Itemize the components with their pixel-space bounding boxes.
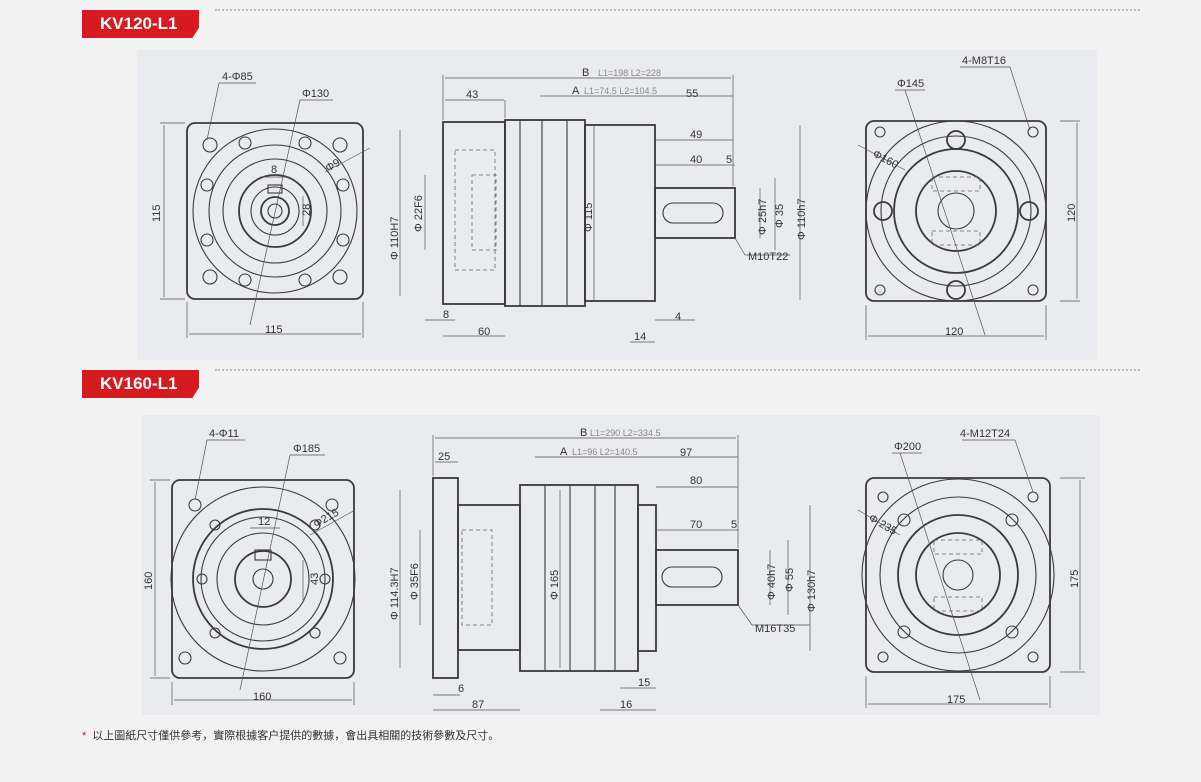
footnote-text: 以上圖紙尺寸僅供參考，實際根據客户提供的數據，會出具相關的技術參數及尺寸。 — [92, 730, 500, 742]
kv120-side-35: Φ 35 — [774, 204, 786, 228]
kv120-rear-view — [857, 66, 1080, 340]
kv160-side-55: Φ 55 — [784, 568, 796, 592]
kv160-front-pcd: Φ185 — [293, 443, 320, 455]
kv120-side-25h7: Φ 25h7 — [757, 199, 769, 235]
kv120-rear-145: Φ145 — [897, 78, 924, 90]
kv120-side-55: 55 — [686, 88, 698, 100]
drawing-panel-kv160 — [142, 415, 1100, 715]
separator-middle — [215, 369, 1140, 371]
kv120-side-A-note: L1=74.5 L2=104.5 — [584, 86, 657, 96]
kv160-side-97: 97 — [680, 447, 692, 459]
kv160-front-keyheight: 43 — [309, 573, 321, 585]
kv160-side-B: B — [580, 427, 587, 439]
kv160-side-15: 15 — [638, 677, 650, 689]
kv120-rear-160: Φ160 — [871, 148, 901, 171]
kv160-side-A-note: L1=96 L2=140.5 — [572, 447, 638, 457]
kv120-front-keyheight: 28 — [301, 204, 313, 216]
separator-top — [215, 9, 1140, 11]
kv160-side-87: 87 — [472, 699, 484, 711]
kv120-rear-width: 120 — [945, 326, 963, 338]
kv120-front-view — [160, 82, 371, 338]
kv120-side-49: 49 — [690, 129, 702, 141]
kv120-side-110h7: Φ 110h7 — [796, 198, 808, 240]
kv160-front-height: 160 — [143, 572, 155, 590]
kv120-side-60: 60 — [478, 326, 490, 338]
model-title-kv120: KV120-L1 — [82, 10, 200, 38]
kv120-side-14: 14 — [634, 331, 646, 343]
kv160-side-165: Φ 165 — [549, 570, 561, 600]
kv160-side-thread: M16T35 — [755, 623, 795, 635]
kv120-side-40: 40 — [690, 154, 702, 166]
kv160-rear-holes: 4-M12T24 — [960, 428, 1010, 440]
kv160-side-A: A — [560, 446, 568, 458]
kv120-side-115: Φ 115 — [583, 203, 595, 232]
kv160-side-25: 25 — [438, 451, 450, 463]
kv120-side-B: B — [582, 67, 589, 79]
kv120-side-5: 5 — [726, 154, 732, 166]
kv120-side-view — [399, 75, 801, 343]
kv120-front-key: 8 — [271, 164, 277, 176]
kv120-front-width: 115 — [265, 324, 283, 336]
kv160-rear-height: 175 — [1069, 570, 1081, 588]
kv160-front-key: 12 — [258, 516, 270, 528]
kv160-rear-width: 175 — [947, 694, 965, 706]
kv160-side-114H7: Φ 114.3H7 — [389, 567, 401, 620]
kv160-side-B-note: L1=290 L2=334.5 — [590, 428, 661, 438]
kv120-rear-holes: 4-M8T16 — [962, 55, 1006, 67]
kv120-side-B-note: L1=198 L2=228 — [598, 68, 661, 78]
kv120-side-4: 4 — [675, 311, 681, 323]
kv160-front-view — [150, 439, 356, 705]
footnote-mark: * — [82, 730, 87, 742]
kv120-side-8: 8 — [443, 309, 449, 321]
kv160-side-5: 5 — [731, 519, 737, 531]
kv160-side-6: 6 — [458, 683, 464, 695]
kv160-rear-200: Φ200 — [894, 441, 921, 453]
kv160-front-phi: Φ215 — [312, 507, 342, 531]
kv160-rear-view — [857, 439, 1085, 708]
kv120-front-holes: 4-Φ85 — [222, 71, 253, 83]
kv120-side-110H7: Φ 110H7 — [389, 217, 401, 260]
kv120-rear-height: 120 — [1066, 204, 1078, 222]
kv120-side-22F6: Φ 22F6 — [413, 195, 425, 232]
kv160-side-16: 16 — [620, 699, 632, 711]
kv120-front-pcd: Φ130 — [302, 88, 329, 100]
kv160-side-80: 80 — [690, 475, 702, 487]
kv160-front-holes: 4-Φ11 — [209, 428, 239, 440]
footnote: * 以上圖紙尺寸僅供參考，實際根據客户提供的數據，會出具相關的技術參數及尺寸。 — [82, 727, 499, 743]
kv120-side-thread: M10T22 — [748, 251, 788, 263]
kv120-side-A: A — [572, 85, 580, 97]
kv160-side-40h7: Φ 40h7 — [766, 564, 778, 600]
drawing-panel-kv120 — [137, 50, 1097, 360]
kv120-front-height: 115 — [151, 204, 163, 222]
kv160-side-70: 70 — [690, 519, 702, 531]
kv160-side-35F6: Φ 35F6 — [409, 563, 421, 600]
kv120-side-43: 43 — [466, 89, 478, 101]
model-title-kv160: KV160-L1 — [82, 370, 200, 398]
kv160-front-width: 160 — [253, 691, 271, 703]
kv160-side-view — [399, 435, 811, 711]
kv120-front-phi: Φ9 — [324, 157, 343, 175]
kv160-side-130h7: Φ 130h7 — [806, 570, 818, 612]
